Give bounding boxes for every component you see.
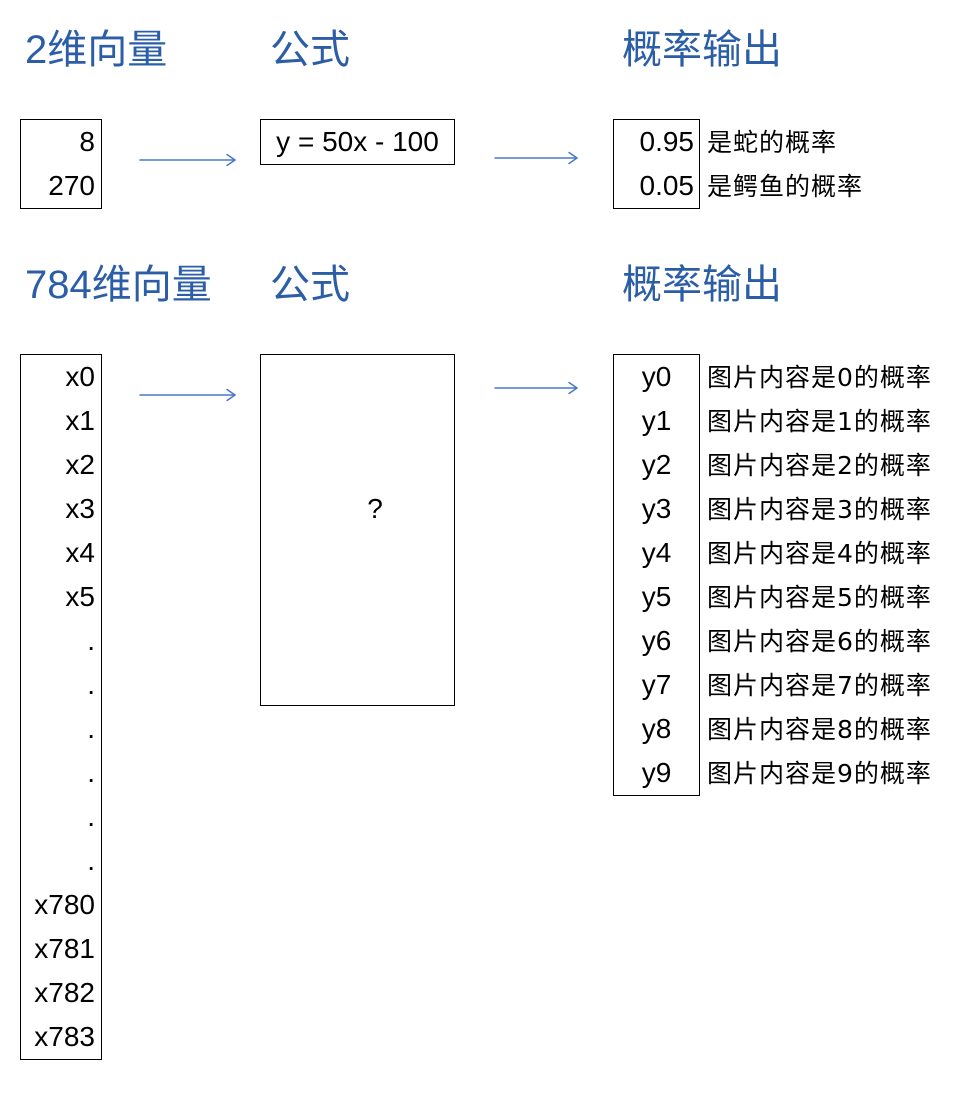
ellipsis-dot: . xyxy=(87,757,95,788)
output-label: 图片内容是8的概率 xyxy=(707,714,932,744)
arrow-2d-formula-to-output xyxy=(494,151,578,165)
ellipsis-dot: . xyxy=(87,801,95,832)
input-vector-box-2d: 8 270 xyxy=(20,119,102,209)
formula-box-2d: y = 50x - 100 xyxy=(260,119,455,165)
input-vector-cell: x4 xyxy=(65,537,95,568)
heading-2d-formula: 公式 xyxy=(270,28,350,72)
input-vector-cell: x5 xyxy=(65,581,95,612)
output-value-cell: y1 xyxy=(641,405,672,436)
output-value-cell: y5 xyxy=(641,581,672,612)
input-vector-cell: x0 xyxy=(65,361,95,392)
probability-output-box-2d: 0.95 0.05 xyxy=(613,119,700,209)
input-vector-cell: x1 xyxy=(65,405,95,436)
ellipsis-dot: . xyxy=(87,713,95,744)
input-vector-box-784d: x0 x1 x2 x3 x4 x5 . . . . . . x780 x781 … xyxy=(20,354,102,1060)
output-label: 图片内容是3的概率 xyxy=(707,494,932,524)
output-value-cell: y2 xyxy=(641,449,672,480)
arrow-784d-input-to-formula xyxy=(139,388,236,402)
heading-2d-probability-output: 概率输出 xyxy=(622,28,782,72)
output-label: 图片内容是7的概率 xyxy=(707,670,932,700)
output-value-cell: y6 xyxy=(641,625,672,656)
arrow-784d-formula-to-output xyxy=(494,381,578,395)
output-label: 图片内容是4的概率 xyxy=(707,538,932,568)
ellipsis-dot: . xyxy=(87,625,95,656)
heading-784d-formula: 公式 xyxy=(270,263,350,307)
input-vector-cell: x782 xyxy=(34,977,95,1008)
heading-784d-input-vector: 784维向量 xyxy=(25,263,212,307)
output-labels-2d: 是蛇的概率 是鳄鱼的概率 xyxy=(707,121,863,209)
input-vector-cell: 8 xyxy=(79,126,95,157)
output-label: 是鳄鱼的概率 xyxy=(707,171,864,201)
input-vector-cell: x3 xyxy=(65,493,95,524)
output-value-cell: y7 xyxy=(641,669,672,700)
output-label: 图片内容是5的概率 xyxy=(707,582,932,612)
output-label: 图片内容是0的概率 xyxy=(707,362,932,392)
input-vector-cell: x780 xyxy=(34,889,95,920)
output-labels-784d: 图片内容是0的概率 图片内容是1的概率 图片内容是2的概率 图片内容是3的概率 … xyxy=(707,356,932,796)
input-vector-cell: x783 xyxy=(34,1021,95,1052)
input-vector-cell: 270 xyxy=(48,170,95,201)
output-value-cell: 0.95 xyxy=(639,126,695,157)
output-value-cell: y9 xyxy=(641,757,672,788)
ellipsis-dot: . xyxy=(87,669,95,700)
heading-2d-input-vector: 2维向量 xyxy=(25,28,168,72)
unknown-formula-mark: ? xyxy=(367,493,383,524)
output-value-cell: y3 xyxy=(641,493,672,524)
output-label: 图片内容是2的概率 xyxy=(707,450,932,480)
formula-box-784d: ? xyxy=(260,354,455,706)
output-label: 是蛇的概率 xyxy=(707,127,838,157)
formula-text: y = 50x - 100 xyxy=(276,126,439,157)
probability-output-box-784d: y0 y1 y2 y3 y4 y5 y6 y7 y8 y9 xyxy=(613,354,700,796)
arrow-2d-input-to-formula xyxy=(139,153,236,167)
output-value-cell: y8 xyxy=(641,713,672,744)
input-vector-cell: x781 xyxy=(34,933,95,964)
input-vector-cell: x2 xyxy=(65,449,95,480)
output-value-cell: 0.05 xyxy=(639,170,695,201)
output-label: 图片内容是1的概率 xyxy=(707,406,932,436)
output-value-cell: y4 xyxy=(641,537,672,568)
output-label: 图片内容是9的概率 xyxy=(707,758,932,788)
ellipsis-dot: . xyxy=(87,845,95,876)
heading-784d-probability-output: 概率输出 xyxy=(622,263,782,307)
output-value-cell: y0 xyxy=(641,361,672,392)
output-label: 图片内容是6的概率 xyxy=(707,626,932,656)
